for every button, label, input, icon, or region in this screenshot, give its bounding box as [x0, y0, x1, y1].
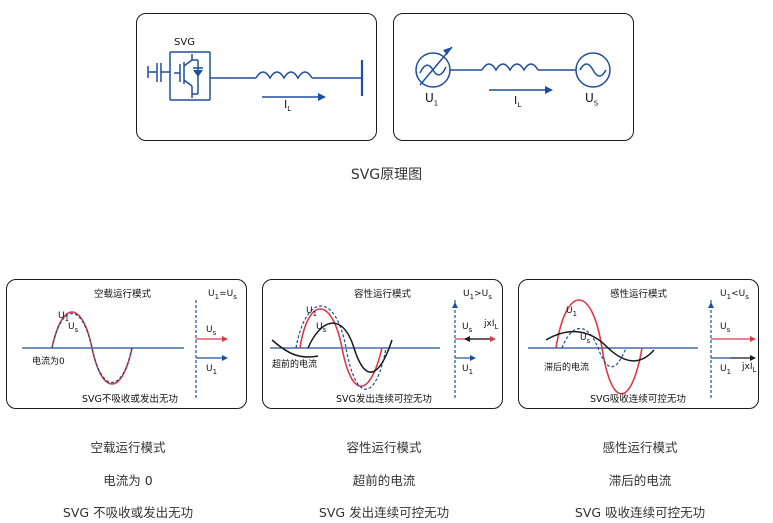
equivalent-circuit-box — [393, 13, 634, 141]
caption-mode-1: 容性运行模式 — [346, 440, 422, 455]
diagram-title: SVG原理图 — [350, 167, 423, 183]
panel-capacitive-arrow-u1: U1 — [462, 364, 474, 376]
panel-inductive-arrow-jx: jxIL — [742, 362, 757, 374]
caption-effect-1: SVG 发出连续可控无功 — [318, 505, 450, 520]
panel-no-load-relation: U1=Us — [208, 289, 237, 301]
panel-capacitive — [262, 279, 503, 409]
caption-effect-0: SVG 不吸收或发出无功 — [62, 505, 194, 520]
panel-capacitive-us: Us — [316, 322, 327, 334]
panel-inductive-title: 感性运行模式 — [610, 289, 668, 300]
caption-mode-2: 感性运行模式 — [602, 440, 678, 455]
inductor-current-label-right: IL — [514, 94, 522, 110]
panel-no-load-u1: U1 — [58, 311, 70, 323]
caption-current-2: 滞后的电流 — [608, 473, 672, 488]
panel-inductive-relation: U1<Us — [720, 289, 749, 301]
svg-device-label: SVG — [174, 37, 195, 48]
caption-effect-2: SVG 吸收连续可控无功 — [574, 505, 706, 520]
panel-capacitive-current: 超前的电流 — [272, 360, 318, 370]
panel-no-load-title: 空载运行模式 — [94, 289, 152, 300]
panel-capacitive-u1: U1 — [306, 306, 318, 318]
caption-mode-0: 空载运行模式 — [90, 440, 166, 455]
panel-capacitive-relation: U1>Us — [463, 289, 492, 301]
source-us-label: US — [585, 91, 599, 108]
panel-inductive-arrow-us: Us — [720, 322, 731, 334]
panel-no-load-us: Us — [68, 322, 79, 334]
caption-current-1: 超前的电流 — [352, 473, 416, 488]
panel-inductive-footer: SVG吸收连续可控无功 — [590, 394, 686, 405]
panel-inductive — [518, 279, 759, 409]
panel-capacitive-arrow-jx: jxIL — [484, 319, 499, 331]
caption-current-0: 电流为 0 — [103, 473, 153, 488]
source-u1-label: U1 — [425, 91, 439, 108]
panel-no-load-arrow-us: Us — [206, 325, 217, 337]
panel-capacitive-title: 容性运行模式 — [354, 289, 412, 300]
panel-capacitive-footer: SVG发出连续可控无功 — [336, 394, 432, 405]
panel-inductive-us: Us — [580, 333, 591, 345]
panel-no-load-footer: SVG不吸收或发出无功 — [82, 394, 178, 405]
inductor-current-label-left: IL — [284, 98, 292, 114]
panel-inductive-arrow-u1: U1 — [720, 364, 732, 376]
panel-inductive-current: 滞后的电流 — [544, 363, 590, 373]
panel-capacitive-arrow-us: Us — [462, 322, 473, 334]
panel-no-load — [6, 279, 247, 409]
panel-no-load-arrow-u1: U1 — [206, 364, 218, 376]
panel-inductive-u1: U1 — [566, 306, 578, 318]
panel-no-load-current: 电流为0 — [32, 357, 65, 367]
